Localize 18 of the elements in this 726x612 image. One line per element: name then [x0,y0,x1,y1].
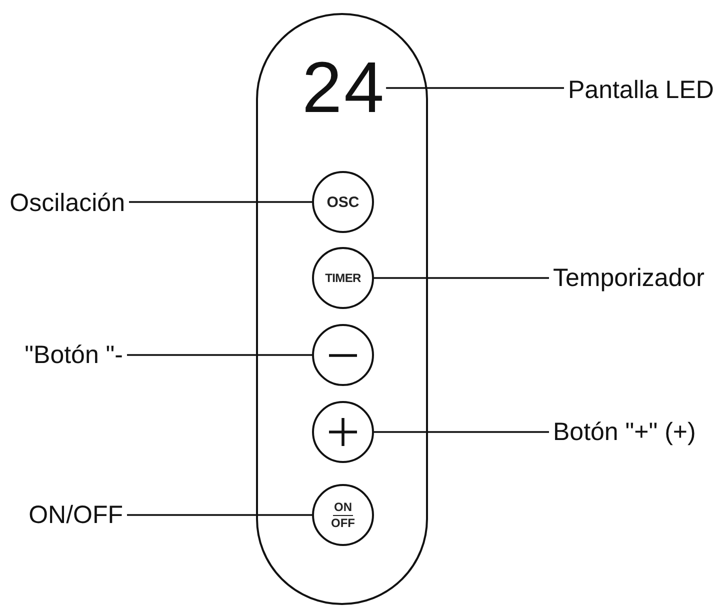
remote-control [256,13,428,605]
button-label: OFF [331,516,355,530]
timer-button: TIMER [312,247,374,309]
leader-line [127,514,312,516]
callout-label: Botón "+" (+) [553,417,696,447]
callout-label: Oscilación [10,188,125,218]
led-display: 24 [302,57,386,119]
callout-label: Pantalla LED [568,75,714,105]
leader-line [129,201,312,203]
leader-line [127,354,312,356]
osc-button: OSC [312,171,374,233]
leader-line [386,87,564,89]
leader-line [374,431,549,433]
button-label: ON [333,500,353,516]
callout-label: Temporizador [553,263,704,293]
leader-line [374,277,549,279]
callout-label: "Botón "- [24,340,123,370]
callout-label: ON/OFF [28,500,123,530]
